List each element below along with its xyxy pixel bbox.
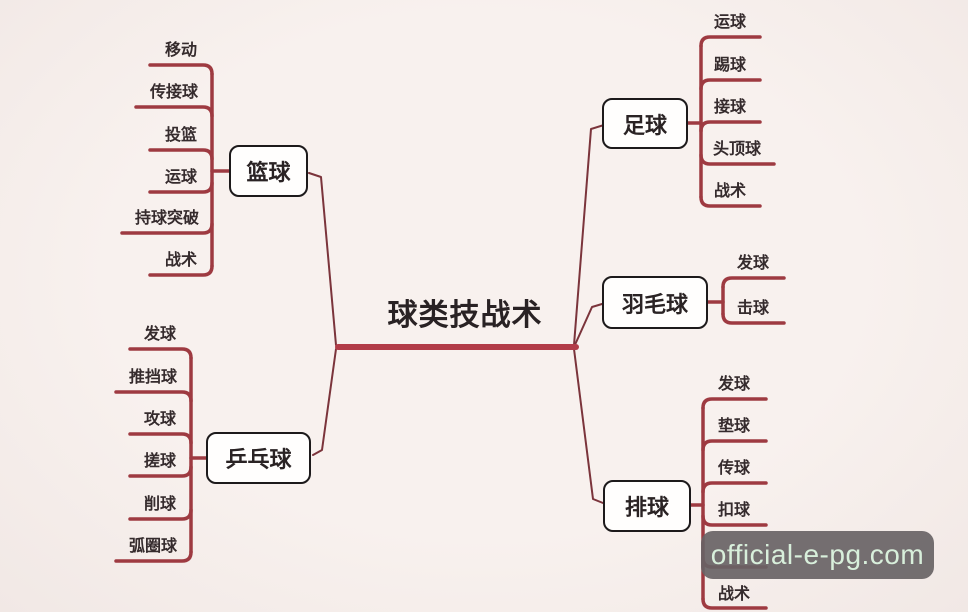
underline xyxy=(701,397,768,410)
underline xyxy=(699,78,762,91)
leaf-label: 移动 xyxy=(164,40,197,59)
leaf-label: 搓球 xyxy=(143,451,176,470)
leaf-label: 垫球 xyxy=(717,416,750,435)
link-basketball xyxy=(308,172,337,346)
leaf-label: 推挡球 xyxy=(128,367,177,386)
center-to-branch-links xyxy=(308,124,605,504)
leaf-label: 扣球 xyxy=(717,500,750,519)
underline xyxy=(114,550,193,563)
link-football xyxy=(573,124,605,346)
leaf-label: 传接球 xyxy=(149,82,198,101)
underline xyxy=(128,432,193,445)
leaf-label: 击球 xyxy=(736,298,769,317)
underline xyxy=(699,195,762,208)
branch-node-football: 足球 xyxy=(602,98,688,149)
underline xyxy=(701,439,768,452)
leaf-label: 战术 xyxy=(713,181,746,200)
underline xyxy=(148,63,214,76)
leaf-label: 头顶球 xyxy=(712,139,761,158)
link-table-tennis xyxy=(312,348,337,456)
underline xyxy=(699,120,762,133)
underline xyxy=(134,105,214,118)
underline xyxy=(721,312,786,325)
leaf-label: 削球 xyxy=(143,494,176,513)
underline xyxy=(114,390,193,403)
leaf-label: 发球 xyxy=(736,253,769,272)
leaf-label: 投篮 xyxy=(164,125,197,144)
leaf-label: 弧圈球 xyxy=(128,536,177,555)
leaf-label: 持球突破 xyxy=(134,208,199,227)
underline xyxy=(701,481,768,494)
underline xyxy=(148,181,214,194)
link-badminton xyxy=(573,303,603,348)
leaf-label: 运球 xyxy=(164,167,197,186)
underline xyxy=(148,148,214,161)
underline xyxy=(701,514,768,527)
underline xyxy=(148,264,214,277)
leaf-label: 发球 xyxy=(143,324,176,343)
watermark-badge: official-e-pg.com xyxy=(701,531,934,579)
branch-node-basketball: 篮球 xyxy=(229,145,308,197)
leaf-label: 接球 xyxy=(713,97,746,116)
central-topic: 球类技战术 xyxy=(387,298,543,333)
leaf-label: 攻球 xyxy=(143,409,176,428)
leaf-branch-lines xyxy=(114,35,786,610)
leaf-label: 运球 xyxy=(713,12,746,31)
watermark-text: official-e-pg.com xyxy=(710,539,925,570)
underline xyxy=(128,347,193,360)
link-volleyball xyxy=(573,348,604,504)
branch-node-badminton: 羽毛球 xyxy=(602,276,708,329)
underline xyxy=(699,35,762,48)
leaf-label: 战术 xyxy=(164,250,197,269)
leaf-label: 踢球 xyxy=(713,55,746,74)
underline xyxy=(128,465,193,478)
underline xyxy=(120,222,214,235)
underline xyxy=(701,597,768,610)
leaf-label: 战术 xyxy=(717,584,750,603)
branch-node-table-tennis: 乒乓球 xyxy=(206,432,311,484)
underline xyxy=(699,153,776,166)
leaf-label: 传球 xyxy=(717,458,750,477)
branch-node-volleyball: 排球 xyxy=(603,480,691,532)
underline xyxy=(128,508,193,521)
underline xyxy=(721,276,786,289)
leaf-label: 发球 xyxy=(717,374,750,393)
